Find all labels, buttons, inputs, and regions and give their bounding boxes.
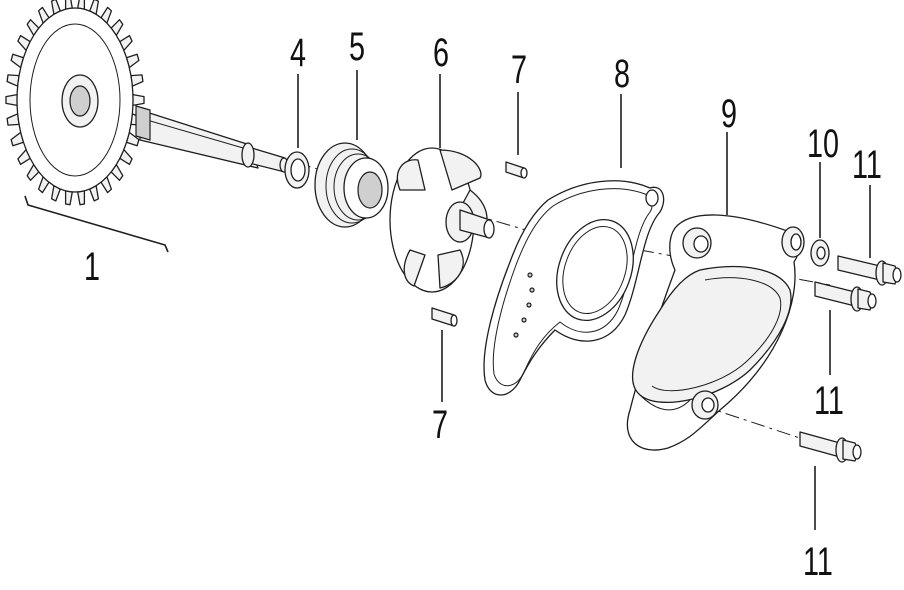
impeller-vane-4 [403,249,426,287]
shaft-collar [241,142,255,168]
callout-11-bottom: 11 [803,539,833,584]
part-1-bracket [24,195,169,253]
drive-gear-and-shaft [5,0,289,206]
small-washer [810,239,830,267]
pump-cover [626,214,805,451]
gasket-port [556,218,634,322]
cover-boss-right-hole [790,233,802,251]
gear-teeth [5,0,145,206]
cover-dome-edge [651,277,782,392]
callout-6: 6 [433,30,449,75]
cover-boss-left-hole [693,235,709,253]
washer-hole [290,158,306,182]
callout-9: 9 [721,91,737,136]
dowel-pin-upper [505,161,528,179]
gear-inner-ring [29,23,121,177]
washer [284,151,310,189]
callout-10: 10 [807,121,839,166]
gasket-port-edge [562,225,628,315]
shaft-spline [135,105,151,141]
callout-7-top: 7 [511,47,527,92]
gasket [483,180,665,396]
gear-tooth [64,190,73,206]
cover-boss-bottom-hole [701,397,715,413]
shaft-highlight [139,117,251,151]
gear-tooth [5,93,18,107]
callout-11-mid: 11 [814,378,844,423]
impeller-vane-1 [439,149,482,191]
callout-11-top: 11 [852,142,882,187]
impeller [389,147,495,293]
flange-bolt-lower [799,431,862,463]
impeller-vane-5 [396,159,426,191]
shaft-body [139,109,259,169]
flange-bolt-upper [837,255,902,286]
callout-8: 8 [614,51,630,96]
callout-1: 1 [84,244,100,289]
gear-tooth [132,93,145,107]
callout-7-bottom: 7 [432,402,448,447]
gasket-bolt-hole [645,189,659,207]
callout-5: 5 [349,24,365,69]
impeller-boss-end [483,219,495,239]
callout-4: 4 [290,30,306,75]
cover-rib [639,394,691,411]
gear-bore [69,85,91,117]
impeller-vane-3 [437,249,464,289]
gear-tooth [77,190,86,206]
shaft-seal [314,142,389,228]
seal-bore [357,171,383,209]
dowel-pin-lower [431,307,458,327]
flange-bolt-middle [814,281,877,312]
